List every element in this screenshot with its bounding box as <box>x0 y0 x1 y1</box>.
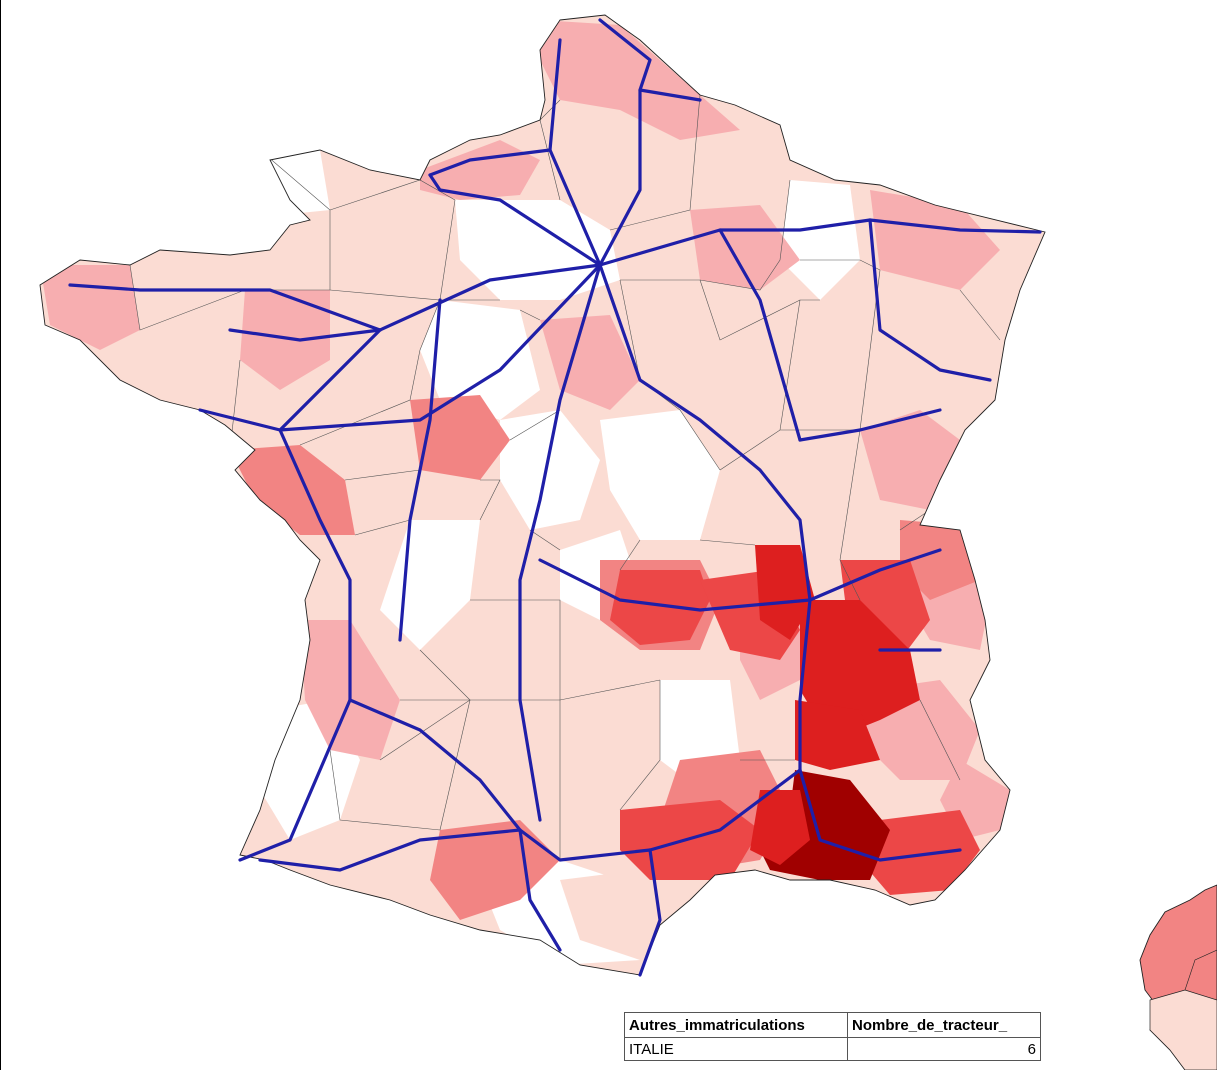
department-indre-et-loire <box>410 395 510 480</box>
department-finistere <box>40 265 140 350</box>
department-haute-loire <box>610 570 710 645</box>
department-var <box>860 810 980 895</box>
department-isere-east <box>900 520 980 600</box>
department-ille-et-vilaine <box>240 290 330 390</box>
attribute-table: Autres_immatriculations Nombre_de_tracte… <box>624 1012 1041 1061</box>
table-header-nombre-tracteurs[interactable]: Nombre_de_tracteur_ <box>847 1012 1041 1038</box>
department-marne <box>690 205 800 290</box>
department-creuse <box>380 520 480 650</box>
table-header-row: Autres_immatriculations Nombre_de_tracte… <box>624 1012 1041 1038</box>
map-frame-left-edge <box>0 0 1 1070</box>
department-vendee <box>230 445 355 535</box>
department-nievre <box>600 410 720 540</box>
table-cell-country: ITALIE <box>624 1037 848 1061</box>
france-outline <box>39 14 1046 976</box>
department-drome <box>800 600 920 740</box>
department-nord <box>540 20 740 140</box>
department-pyr-orientales <box>560 870 680 960</box>
department-vaucluse <box>795 700 880 770</box>
motorway-network <box>68 18 1042 977</box>
department-meuse <box>780 180 860 300</box>
table-cell-count: 6 <box>847 1037 1041 1061</box>
table-row[interactable]: ITALIE 6 <box>624 1037 1041 1061</box>
department-ain <box>860 410 960 510</box>
table-header-immatriculations[interactable]: Autres_immatriculations <box>624 1012 848 1038</box>
department-borders <box>129 94 1001 860</box>
department-moselle <box>870 190 1000 290</box>
department-paris-area <box>455 200 620 300</box>
corsica <box>1139 884 1217 1070</box>
department-gard <box>750 790 810 865</box>
department-cher <box>500 410 600 530</box>
department-haute-garonne <box>430 820 560 920</box>
department-centre <box>420 300 540 420</box>
